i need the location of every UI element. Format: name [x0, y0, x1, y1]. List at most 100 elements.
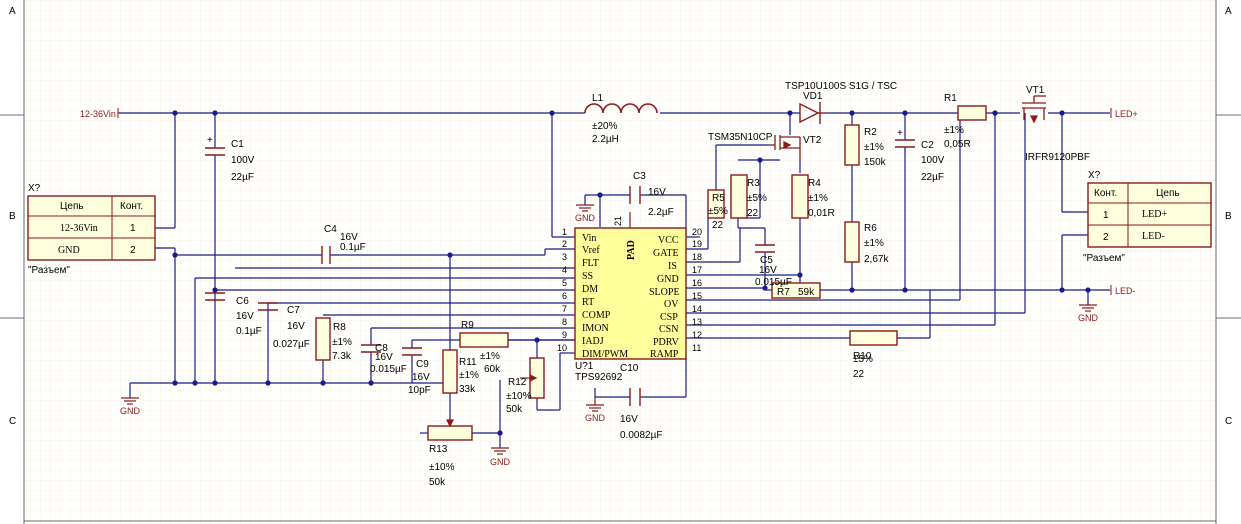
- resistor-r2: [844, 124, 860, 166]
- svg-text:50k: 50k: [506, 404, 523, 415]
- svg-text:R3: R3: [747, 178, 760, 189]
- svg-text:C9: C9: [416, 359, 429, 370]
- gnd-label-1: GND: [120, 406, 141, 416]
- svg-text:R6: R6: [864, 223, 877, 234]
- svg-text:0,01R: 0,01R: [808, 208, 835, 219]
- svg-text:2.2µH: 2.2µH: [592, 134, 619, 145]
- resistor-r1: [957, 105, 987, 121]
- svg-text:CSN: CSN: [659, 324, 678, 335]
- connector-out-caption: "Разъем": [1083, 253, 1125, 264]
- svg-text:0.1µF: 0.1µF: [340, 242, 366, 253]
- svg-text:R12: R12: [508, 377, 527, 388]
- ic-value: TPS92692: [575, 372, 623, 383]
- connector-in-net-2: GND: [58, 245, 80, 256]
- svg-text:R1: R1: [944, 93, 957, 104]
- svg-text:3: 3: [562, 252, 567, 262]
- resistor-r3: [730, 174, 748, 219]
- svg-text:OV: OV: [664, 299, 679, 310]
- svg-text:R11: R11: [459, 357, 477, 368]
- svg-text:22µF: 22µF: [921, 172, 944, 183]
- svg-text:16V: 16V: [648, 187, 666, 198]
- resistor-r7: [771, 282, 821, 299]
- svg-text:±1%: ±1%: [864, 238, 884, 249]
- svg-text:4: 4: [562, 265, 567, 275]
- svg-text:C7: C7: [287, 305, 300, 316]
- connector-in-contact-1: 1: [130, 223, 136, 234]
- ic-pad-num: 21: [613, 216, 623, 226]
- svg-text:17: 17: [692, 265, 702, 275]
- resistor-r10: [849, 330, 898, 346]
- svg-text:16V: 16V: [340, 232, 358, 243]
- svg-text:C8: C8: [375, 343, 388, 354]
- svg-text:IADJ: IADJ: [582, 336, 604, 347]
- ic-ref: U?1: [575, 361, 594, 372]
- svg-text:Vref: Vref: [582, 245, 600, 256]
- svg-text:SS: SS: [582, 271, 593, 282]
- svg-text:CSP: CSP: [660, 312, 678, 323]
- connector-in-net-1: 12-36Vin: [60, 223, 98, 234]
- svg-text:IMON: IMON: [582, 323, 609, 334]
- connector-input: [27, 195, 156, 261]
- svg-text:16V: 16V: [236, 311, 254, 322]
- net-label-led-minus: LED-: [1115, 286, 1136, 296]
- net-label-led-plus: LED+: [1115, 109, 1138, 119]
- svg-text:R10: R10: [853, 351, 872, 362]
- svg-text:8: 8: [562, 317, 567, 327]
- frame-row-b-right: B: [1225, 211, 1232, 222]
- svg-text:R13: R13: [429, 444, 448, 455]
- svg-text:100V: 100V: [231, 155, 255, 166]
- resistor-r8: [315, 317, 331, 361]
- svg-text:C3: C3: [633, 171, 646, 182]
- svg-text:22: 22: [747, 208, 759, 219]
- svg-text:VCC: VCC: [658, 235, 679, 246]
- svg-text:19: 19: [692, 239, 702, 249]
- connector-out-contact-2: 2: [1103, 232, 1109, 243]
- svg-text:22: 22: [712, 220, 724, 231]
- component-labels: L1 ±20% 2.2µH TSP10U100S S1G / TSC VD1 T…: [231, 81, 1090, 488]
- svg-text:C2: C2: [921, 140, 934, 151]
- connector-out-contact-1: 1: [1103, 210, 1109, 221]
- svg-text:7: 7: [562, 304, 567, 314]
- c1-plus: +: [207, 135, 213, 146]
- svg-text:VD1: VD1: [803, 91, 823, 102]
- svg-text:5: 5: [562, 278, 567, 288]
- svg-text:SLOPE: SLOPE: [649, 287, 680, 298]
- connector-out-net-1: LED+: [1142, 209, 1167, 220]
- frame-row-c-left: C: [9, 416, 16, 427]
- resistor-r4: [791, 174, 809, 219]
- ground-symbols: [121, 204, 1097, 455]
- svg-text:33k: 33k: [459, 384, 476, 395]
- connector-in-contact-2: 2: [130, 245, 136, 256]
- connector-out-head-net: Цепь: [1156, 188, 1180, 199]
- svg-text:RT: RT: [582, 297, 594, 308]
- svg-text:7.3k: 7.3k: [332, 351, 352, 362]
- connector-in-head-contact: Конт.: [120, 201, 143, 212]
- r10-tol: ±5%: [853, 354, 873, 365]
- resistor-r9: [459, 332, 509, 348]
- connector-in-ref: X?: [28, 183, 41, 194]
- resistor-r13: [427, 425, 473, 441]
- svg-text:0.015µF: 0.015µF: [755, 277, 792, 288]
- svg-text:±1%: ±1%: [332, 337, 352, 348]
- svg-text:VT2: VT2: [803, 135, 822, 146]
- connector-out-head-contact: Конт.: [1094, 188, 1117, 199]
- frame-row-a-left: A: [9, 6, 16, 17]
- mosfet-vt1: [1022, 95, 1046, 124]
- svg-text:TSP10U100S S1G / TSC: TSP10U100S S1G / TSC: [785, 81, 897, 92]
- c2-plus: +: [897, 128, 903, 139]
- svg-text:16V: 16V: [375, 352, 393, 363]
- frame-row-a-right: A: [1225, 6, 1232, 17]
- svg-text:±1%: ±1%: [480, 351, 500, 362]
- svg-text:59k: 59k: [798, 287, 815, 298]
- svg-text:0.015µF: 0.015µF: [370, 364, 407, 375]
- mosfet-vt2: [770, 135, 801, 160]
- svg-text:±10%: ±10%: [429, 462, 455, 473]
- svg-text:R4: R4: [808, 178, 821, 189]
- svg-text:RAMP: RAMP: [650, 349, 679, 360]
- svg-text:FLT: FLT: [582, 258, 599, 269]
- svg-text:2.2µF: 2.2µF: [648, 207, 674, 218]
- ic-tps92692: [574, 212, 687, 360]
- capacitors: [205, 139, 915, 406]
